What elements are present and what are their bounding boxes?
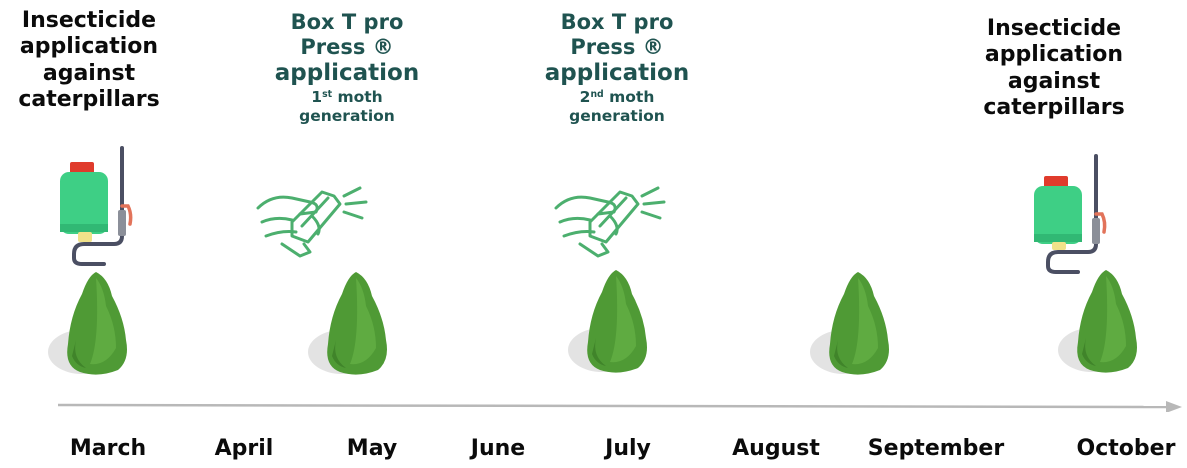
boxwood-tree-icon	[810, 272, 889, 375]
month-april: April	[214, 436, 274, 461]
month-june: June	[470, 436, 526, 461]
month-july: July	[605, 436, 651, 461]
label-insecticide-october: Insecticide application against caterpil…	[983, 16, 1125, 121]
timeline-axis	[58, 401, 1182, 412]
hand-spray-icon	[554, 186, 666, 258]
month-august: August	[732, 436, 820, 461]
boxwood-tree-icon	[308, 272, 387, 375]
backpack-sprayer-icon	[60, 146, 133, 266]
month-september: September	[867, 436, 1005, 461]
label-box-t-pro-2nd: Box T pro Press ® application 2nd moth g…	[544, 10, 690, 125]
boxwood-tree-icon	[48, 272, 127, 375]
boxwood-tree-icon	[1058, 270, 1137, 373]
label-insecticide-march: Insecticide application against caterpil…	[18, 8, 160, 113]
boxwood-tree-icon	[568, 270, 647, 373]
month-october: October	[1076, 436, 1176, 461]
month-march: March	[69, 436, 147, 461]
label-box-t-pro-1st: Box T pro Press ® application 1st moth g…	[274, 10, 420, 125]
month-may: May	[346, 436, 398, 461]
hand-spray-icon	[256, 186, 368, 258]
backpack-sprayer-icon	[1034, 154, 1107, 274]
